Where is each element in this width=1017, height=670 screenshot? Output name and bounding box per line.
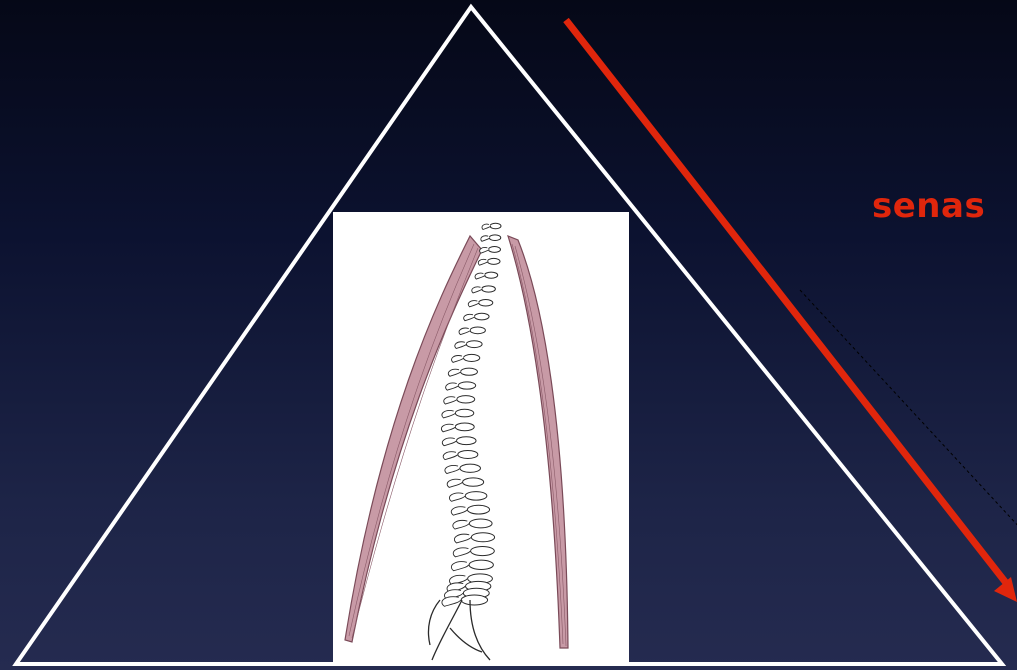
dotted-guide-line [800,290,1017,530]
vertebra-body [463,354,479,361]
vertebra-body [469,519,492,528]
senas-label: senas [872,186,985,226]
vertebra-body [460,464,481,472]
vertebra-body [471,533,494,542]
vertebra-body [489,235,501,241]
vertebra-body [485,272,498,278]
vertebra-body [466,341,482,348]
vertebra-body [488,247,500,253]
spine-illustration [333,212,629,664]
red-arrow [566,20,1010,588]
vertebra-body [463,478,484,486]
vertebra-body [461,368,478,375]
vertebra-body [455,423,474,431]
vertebra-body [467,505,489,514]
vertebra-body [469,560,493,569]
vertebra-body [482,286,496,292]
vertebra-body [458,450,478,458]
vertebra-body [471,546,495,555]
vertebra-body [457,437,476,445]
vertebra-body [458,382,475,389]
vertebra-body [457,396,475,403]
vertebra-body [479,300,493,306]
vertebra-body [474,313,489,320]
vertebra-body [455,409,473,417]
vertebra-body [487,258,500,264]
vertebra-body [470,327,485,334]
vertebra-body [465,492,487,501]
vertebra-body [490,223,501,229]
vertebra-body [461,595,487,605]
